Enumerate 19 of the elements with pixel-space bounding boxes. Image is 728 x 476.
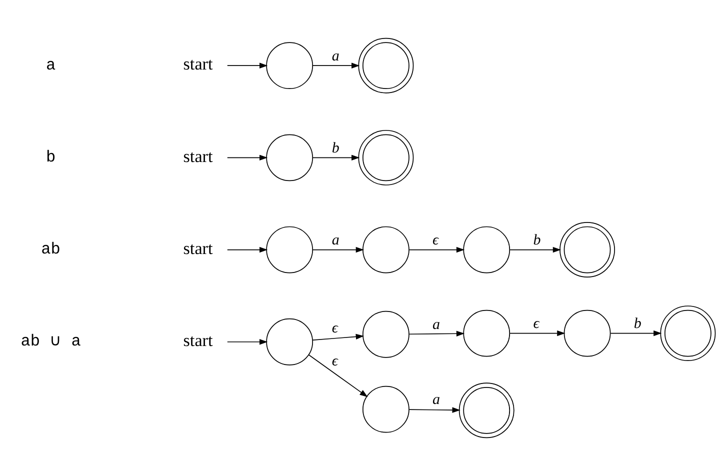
edge-label: a xyxy=(432,392,440,408)
edge-label: ϵ xyxy=(533,316,540,332)
edge-label: a xyxy=(332,48,340,64)
label: b xyxy=(46,148,56,166)
edge-label: ϵ xyxy=(432,232,439,249)
edge-label: a xyxy=(432,317,440,334)
edge-label: ϵ xyxy=(332,320,338,336)
label: ab ∪ a xyxy=(20,332,81,351)
node-text: start xyxy=(183,146,213,166)
edge-label: b xyxy=(533,232,541,249)
node-text: start xyxy=(183,238,213,258)
edge-label: ϵ xyxy=(332,354,338,370)
edge-label: b xyxy=(634,316,642,332)
label: a xyxy=(46,56,56,74)
node-text: start xyxy=(183,54,213,74)
edge-label: b xyxy=(332,140,340,157)
node-text: start xyxy=(183,330,213,350)
label: ab xyxy=(41,240,60,259)
edge-label: a xyxy=(332,232,340,249)
